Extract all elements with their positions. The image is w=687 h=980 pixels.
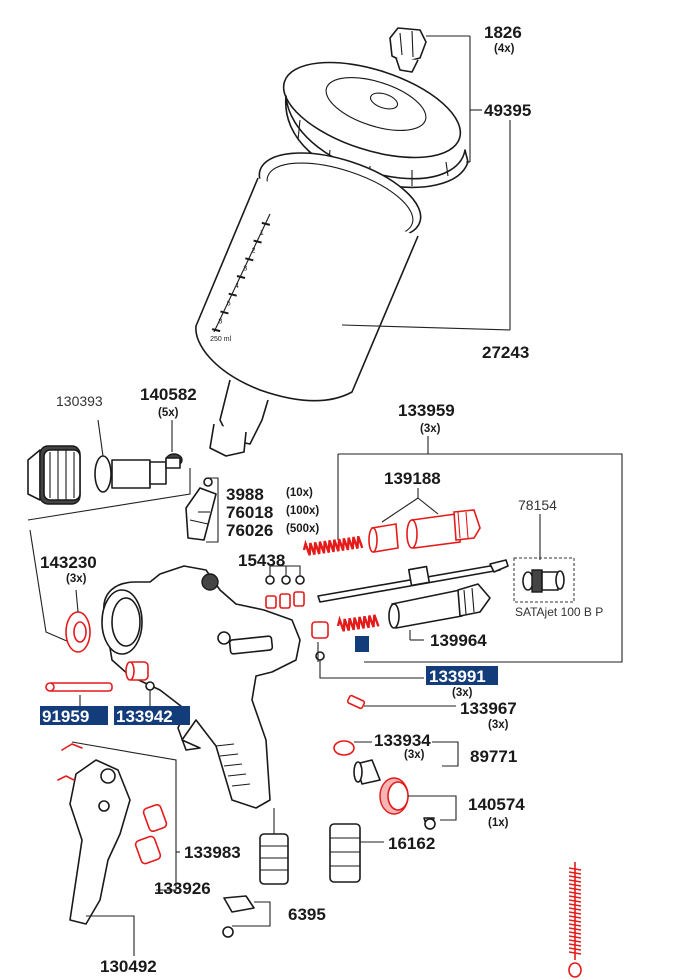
washer-6395 — [222, 895, 271, 938]
cup-scale-label: 6 — [227, 301, 231, 308]
qty-133934: (3x) — [404, 749, 425, 761]
trigger-assembly — [57, 741, 180, 956]
cup-scale-label: 3 — [243, 265, 247, 272]
part-number-140574: 140574 — [468, 795, 525, 814]
bushing-133942 — [125, 661, 155, 706]
qty-133967: (3x) — [488, 719, 509, 731]
qty-140574: (1x) — [488, 817, 509, 829]
part-number-133959: 133959 — [398, 401, 455, 420]
air-micrometer-140574 — [379, 777, 457, 830]
part-number-139964: 139964 — [430, 631, 487, 650]
part-number-133942: 133942 — [116, 707, 173, 726]
cup-scale-label: 1 — [260, 230, 264, 237]
part-number-133983: 133983 — [184, 843, 241, 862]
part-number-6395: 6395 — [288, 905, 326, 924]
needle-seal-parts-139188 — [368, 488, 481, 553]
qty-143230: (3x) — [66, 573, 87, 585]
part-number-76018: 76018 — [226, 503, 273, 522]
cup-lid-vent-cap — [389, 27, 427, 73]
qty-1826: (4x) — [494, 43, 515, 55]
133991-small-parts — [311, 621, 424, 679]
part-number-3988: 3988 — [226, 485, 264, 504]
qty-76026: (500x) — [286, 523, 319, 535]
qty-140582: (5x) — [158, 407, 179, 419]
133959-bracket — [337, 436, 623, 663]
part-number-133967: 133967 — [460, 699, 517, 718]
misc-leaders — [198, 511, 319, 662]
grip-texture — [215, 743, 251, 787]
needle-adjustment-139964 — [388, 583, 491, 641]
cup-scale-label: 2 — [252, 248, 256, 255]
spring-133991 — [336, 614, 380, 632]
part-number-49395: 49395 — [484, 101, 531, 120]
cup-scale-label: 8 — [218, 318, 222, 325]
cup-scale-label: 4 — [235, 283, 239, 290]
air-fitting-16162 — [329, 823, 384, 883]
part-number-89771: 89771 — [470, 747, 517, 766]
part-number-27243: 27243 — [482, 343, 529, 362]
15438-seals — [265, 565, 305, 609]
air-cap-leaders — [27, 419, 191, 646]
trigger-pin-91959 — [45, 682, 113, 706]
cleaning-brush — [568, 862, 582, 978]
part-number-130393: 130393 — [56, 393, 103, 409]
part-number-140582: 140582 — [140, 385, 197, 404]
paint-needle — [317, 559, 509, 603]
satajet-label: SATAjet 100 B P — [515, 605, 603, 619]
part-number-78154: 78154 — [518, 497, 557, 513]
air-cap-assembly — [27, 445, 183, 505]
part-number-133991: 133991 — [429, 667, 486, 686]
part-number-1826: 1826 — [484, 23, 522, 42]
qty-76018: (100x) — [286, 505, 319, 517]
highlight-box-91959 — [40, 706, 108, 725]
satajet-kit-box — [513, 514, 575, 603]
highlight-box-133942 — [114, 706, 190, 725]
cup-scale-label: 250 ml — [210, 336, 231, 343]
paint-cup — [195, 152, 422, 457]
spray-gun-body — [101, 565, 301, 809]
qty-133991: (3x) — [452, 687, 473, 699]
screw-133967 — [346, 694, 456, 710]
part-number-16162: 16162 — [388, 834, 435, 853]
part-number-143230: 143230 — [40, 553, 97, 572]
highlight-box-133991 — [426, 666, 498, 685]
part-number-130492: 130492 — [100, 957, 157, 976]
o-ring-133934 — [333, 740, 372, 756]
part-number-76026: 76026 — [226, 521, 273, 540]
part-number-139188: 139188 — [384, 469, 441, 488]
part-number-15438: 15438 — [238, 551, 285, 570]
needle-spring — [302, 535, 364, 556]
paint-strainer — [185, 477, 219, 543]
qty-133959: (3x) — [420, 423, 441, 435]
part-number-133926: 133926 — [154, 879, 211, 898]
cup-scale-markings: 1 2 3 4 6 8 250 ml — [210, 221, 271, 343]
qty-3988: (10x) — [286, 487, 313, 499]
air-distribution-ring-143230 — [65, 589, 91, 653]
top-leader-lines — [341, 35, 511, 331]
part-number-91959: 91959 — [42, 707, 89, 726]
air-valve-89771 — [353, 741, 459, 785]
part-number-133934: 133934 — [374, 731, 431, 750]
air-fitting-133983 — [259, 808, 289, 885]
